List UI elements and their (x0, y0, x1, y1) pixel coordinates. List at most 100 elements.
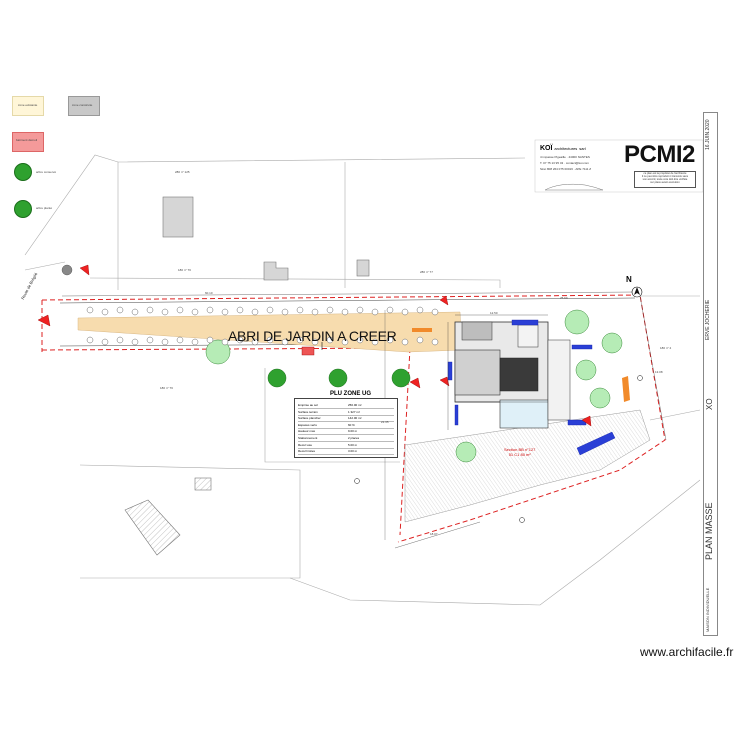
plu-key: Emprise au sol (298, 403, 318, 407)
hedge-shrub (131, 338, 139, 346)
legend-label-existing: zone existante (18, 103, 38, 107)
neighbour-shed (194, 477, 212, 491)
cadastre-lines (24, 154, 701, 606)
hedge-shrub (326, 306, 334, 314)
hedge-shrub (431, 308, 439, 316)
sheet-code: PCMI2 (624, 141, 695, 168)
dimension-value: 13.08 (655, 370, 663, 374)
neighbour-house-4 (124, 499, 181, 556)
plu-key: Recul voie (298, 442, 313, 447)
parcel-label: 180 n° 4 (660, 346, 672, 350)
hedge-shrub (176, 336, 184, 344)
legend-label-built: zone construite (72, 103, 93, 107)
sheet-date: 16.JUIN.2020 (705, 119, 711, 150)
hedge-shrub (311, 338, 319, 346)
plu-row: Surface plancher 142.00 m² (298, 416, 394, 423)
trees-planted (267, 368, 411, 388)
hedge-shrub (296, 336, 304, 344)
hedge-shrub (206, 306, 214, 314)
hedge-shrub (116, 336, 124, 344)
hedge-shrub (266, 336, 274, 344)
dimension-value: 12.50 (490, 311, 498, 315)
plu-value: 9.00 m (348, 429, 358, 434)
dimension-value: 21.35 (381, 420, 389, 424)
firm-logo-text: KOÏ (540, 145, 553, 152)
garden-shed-label: ABRI DE JARDIN A CREER (228, 328, 397, 344)
hedge-shrub (86, 336, 94, 344)
neighbour-house-1 (162, 196, 194, 238)
hedge (86, 306, 439, 346)
tree-4 (205, 339, 231, 365)
section-ref: Section BB n°127 (504, 447, 536, 452)
dimension-value: 60.10 (205, 291, 213, 295)
tree-8 (589, 387, 611, 409)
plu-value: 142.00 m² (348, 416, 362, 421)
hedge-shrub (281, 308, 289, 316)
sheet-note: ce plan est la propriété de l'architecte… (634, 171, 696, 188)
hedge-shrub (371, 338, 379, 346)
garden-shed-new (301, 346, 315, 356)
dimension-value: 25.60 (560, 296, 568, 300)
title-strip (703, 112, 718, 636)
hedge-shrub (356, 306, 364, 314)
neighbour-buildings (124, 196, 370, 556)
north-arrow (631, 286, 643, 298)
tree-5 (564, 309, 590, 335)
sheet-title: PLAN MASSE (704, 502, 714, 560)
section-label: Section BB n°127 51 C1 80 m² (504, 447, 535, 457)
dimension-value: 18.07 (430, 532, 438, 536)
sheet-scale: XO (705, 398, 714, 410)
hedge-shrub (371, 308, 379, 316)
client-name: MAISON INDIVIDUELLE (705, 587, 710, 632)
hedge-shrub (161, 308, 169, 316)
hedge-shrub (116, 306, 124, 314)
hedge-shrub (401, 338, 409, 346)
hedge-shrub (341, 338, 349, 346)
hedge-shrub (206, 336, 214, 344)
hedge-shrub (236, 306, 244, 314)
dimension-value: 40.15 (240, 339, 248, 343)
plu-value: 250.00 m² (348, 403, 362, 407)
tree-2 (328, 368, 348, 388)
hedge-shrub (356, 336, 364, 344)
hedge-shrub (386, 306, 394, 314)
hedge-shrub (341, 308, 349, 316)
plu-row: Espaces verts 60 % (298, 423, 394, 429)
wall-segments (412, 328, 630, 402)
parcel-label: 280 n° 77 (420, 270, 433, 274)
legend-label-tree-new: arbre planté (36, 206, 53, 210)
tree-3 (391, 368, 411, 388)
garden-zone (404, 409, 651, 523)
hedge-shrub (146, 336, 154, 344)
plu-value: 60 % (348, 422, 355, 427)
neighbour-house-2 (263, 261, 289, 281)
firm-address: 4 impasse Pigeaille · 44000 NANTES (540, 155, 590, 159)
plu-value: 5.00 m (348, 442, 358, 447)
hedge-shrub (146, 306, 154, 314)
neighbour-house-3 (356, 259, 370, 277)
plu-row: Emprise au sol 250.00 m² (298, 403, 394, 409)
firm-siret: Siret 808 264 075 00016 · APE 7111 Z (540, 167, 592, 171)
road-marker (61, 264, 73, 276)
trees-existing (205, 309, 623, 463)
plu-value: 3.00 m (348, 449, 358, 454)
photo-markers (37, 264, 592, 427)
hedge-shrub (191, 308, 199, 316)
hedge-shrub (251, 338, 259, 346)
hedge-shrub (176, 306, 184, 314)
hedge-shrub (311, 308, 319, 316)
firm-contact: T. 07 75 13 95 43 · contact@koi.com (540, 161, 589, 165)
hedge-shrub (326, 336, 334, 344)
plu-key: Espaces verts (298, 422, 317, 427)
plu-key: Surface plancher (298, 416, 321, 421)
hedge-shrub (386, 336, 394, 344)
legend-label-tree-existing: arbre conservé (36, 170, 57, 174)
hedge-shrub (281, 338, 289, 346)
sheet-note-line: sur place avant exécution (650, 181, 680, 184)
firm-name: KOÏ architectures sarl (540, 145, 586, 152)
hedge-shrub (266, 306, 274, 314)
